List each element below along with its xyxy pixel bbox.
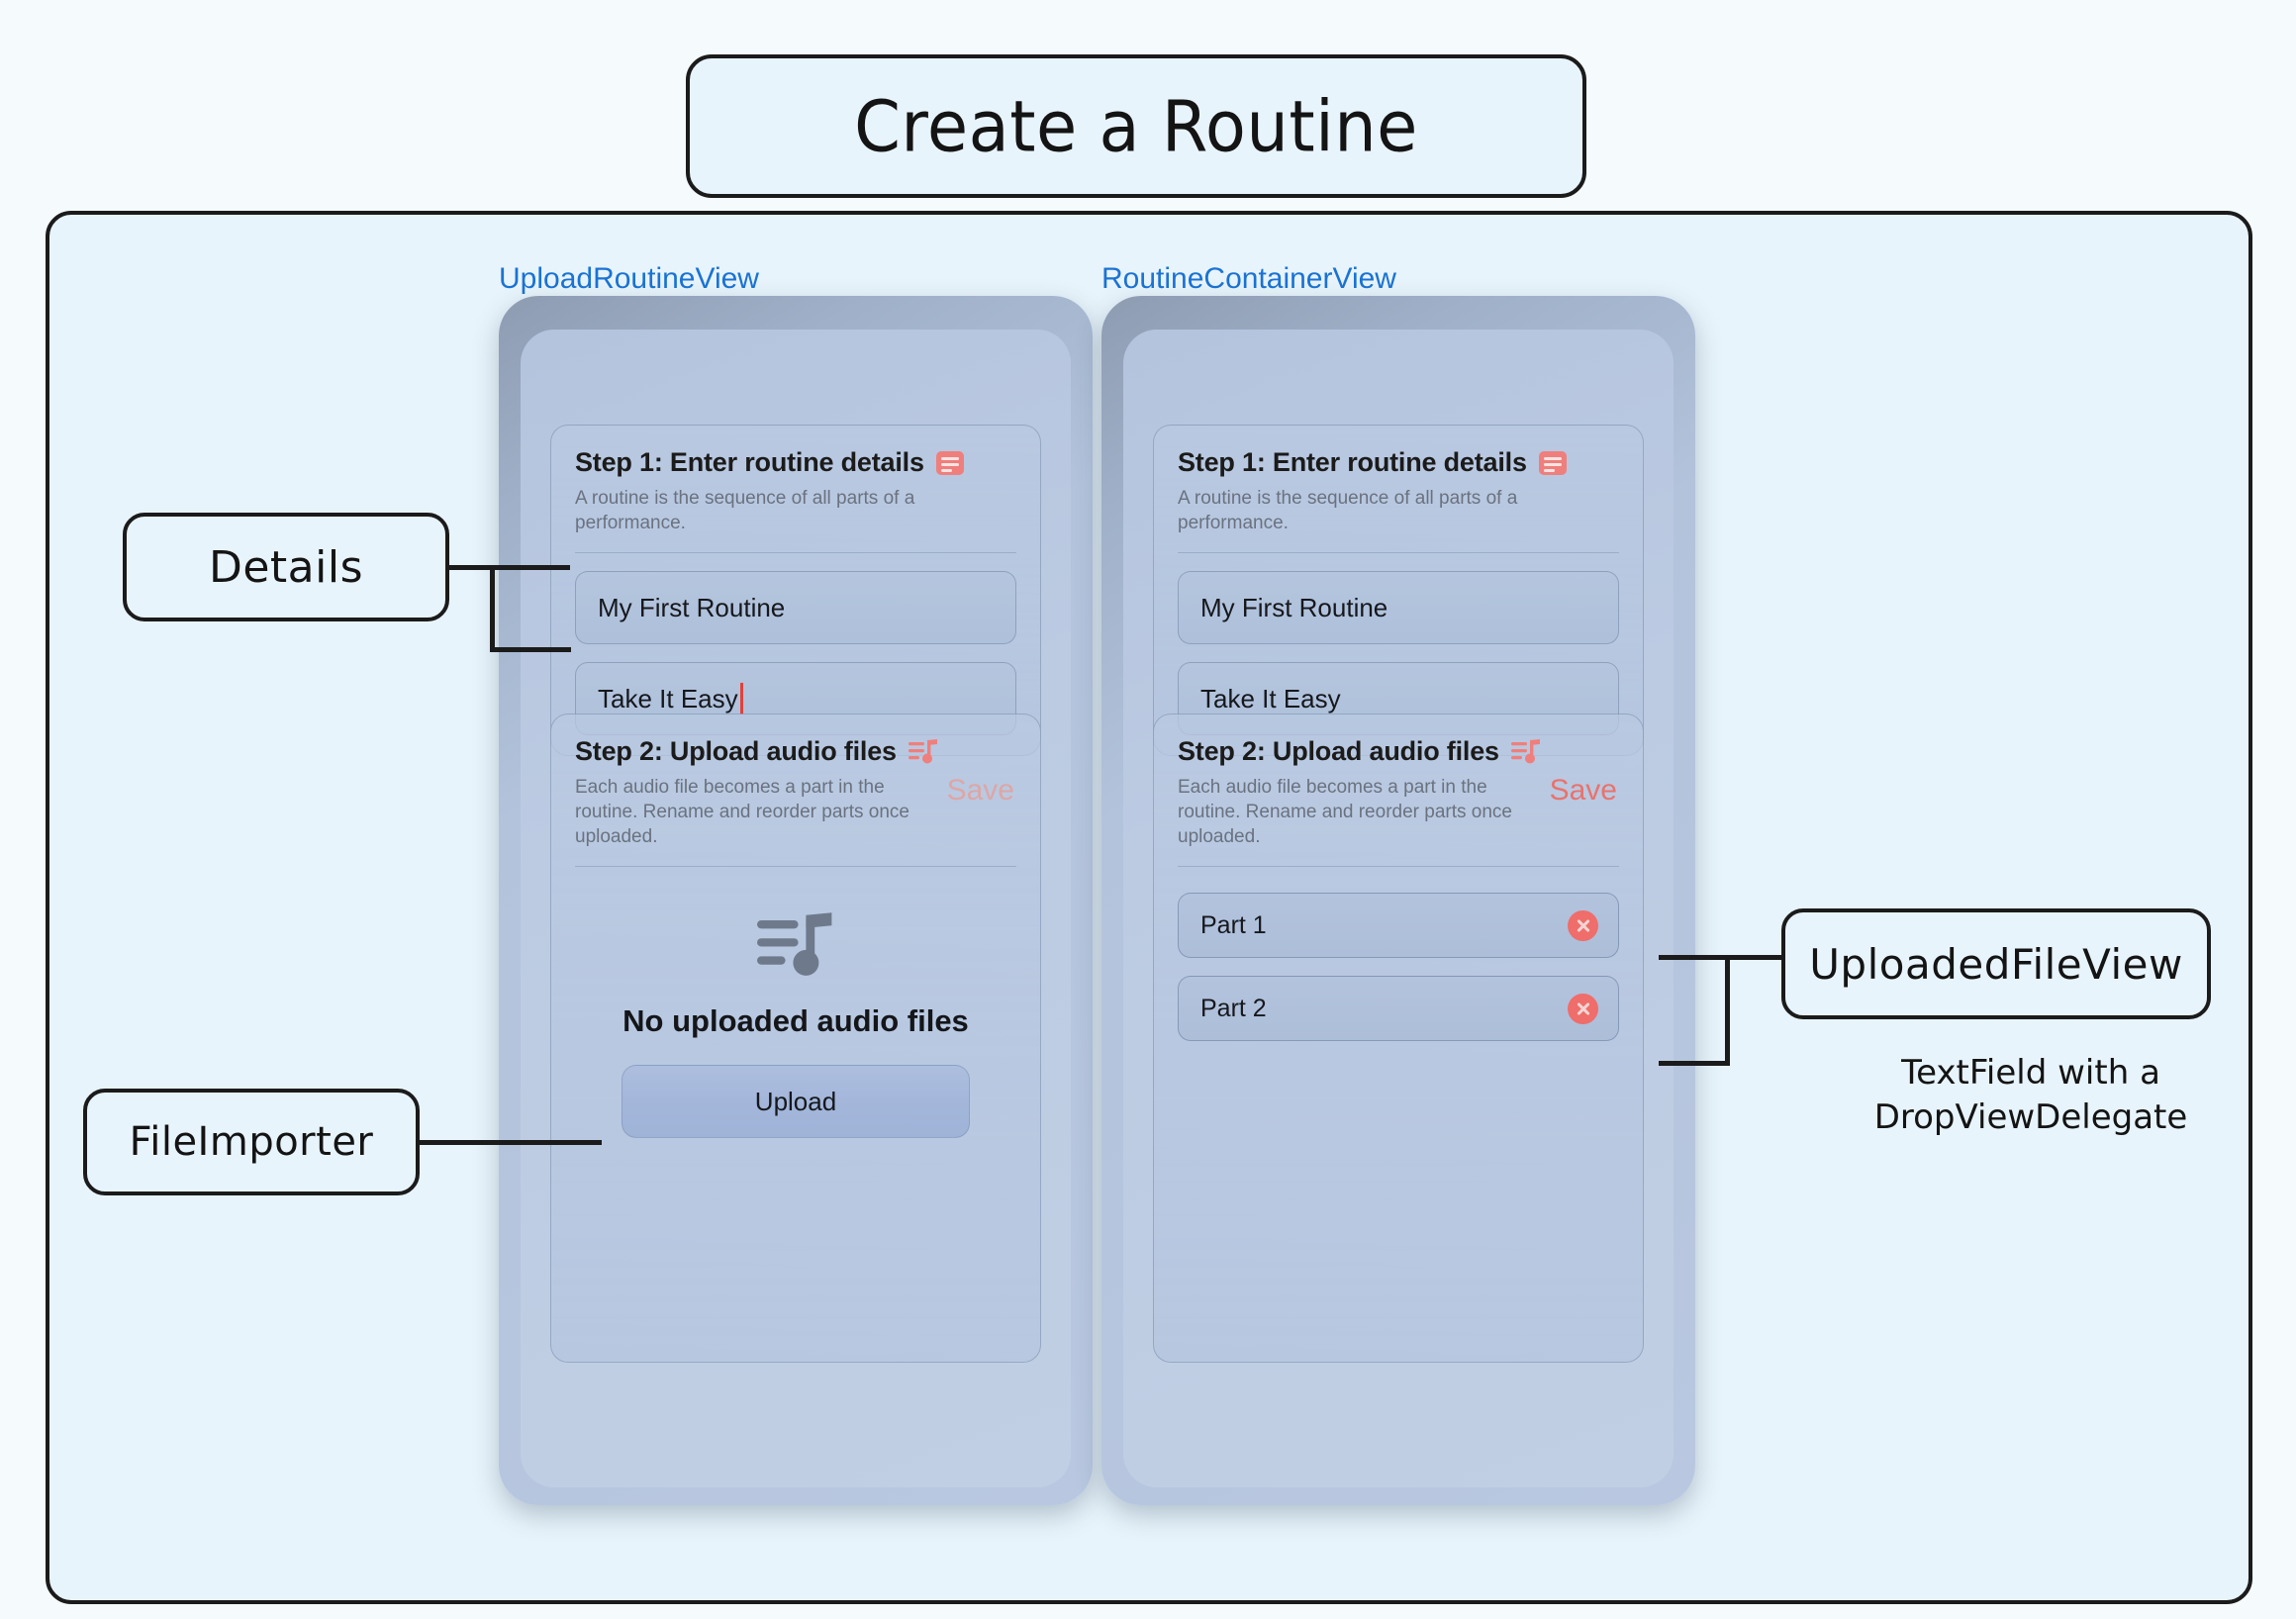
save-button-right[interactable]: Save: [1549, 774, 1617, 807]
annotation-details-label: Details: [208, 541, 364, 593]
connector-fileimporter: [420, 1140, 602, 1145]
connector-details-h2: [490, 647, 571, 652]
text-caret: [739, 683, 743, 715]
phone-screen-right: Step 1: Enter routine details A routine …: [1123, 330, 1674, 1487]
annotation-uploaded-file-view-label: UploadedFileView: [1809, 939, 2183, 989]
step2-card-left: Step 2: Upload audio files Save Each aud…: [550, 714, 1041, 1363]
connector-uploadedfile-h1: [1659, 955, 1783, 960]
step2-subtitle-left: Each audio file becomes a part in the ro…: [575, 777, 909, 848]
connector-uploadedfile-v: [1725, 955, 1730, 1064]
delete-circle-icon[interactable]: [1568, 993, 1598, 1024]
routine-song-value-left: Take It Easy: [598, 683, 738, 714]
connector-uploadedfile-h2: [1659, 1061, 1730, 1066]
step2-divider-left: [575, 866, 1016, 868]
list-item[interactable]: Part 2: [1178, 976, 1619, 1042]
annotation-uploaded-file-view: UploadedFileView: [1781, 908, 2211, 1019]
routine-song-value-right: Take It Easy: [1200, 683, 1341, 714]
annotation-details: Details: [123, 513, 449, 621]
annotation-file-importer: FileImporter: [83, 1089, 420, 1195]
music-list-icon: [908, 738, 937, 763]
save-button-left[interactable]: Save: [946, 774, 1014, 807]
step1-title-left: Step 1: Enter routine details: [575, 447, 924, 477]
step1-divider-right: [1178, 552, 1619, 554]
step1-title-right: Step 1: Enter routine details: [1178, 447, 1527, 477]
step1-header-right: Step 1: Enter routine details: [1178, 447, 1619, 478]
parts-list: Part 1 Part 2: [1178, 893, 1619, 1042]
phone-mockup-upload-routine-view: Step 1: Enter routine details A routine …: [499, 296, 1093, 1505]
step2-header-right: Step 2: Upload audio files: [1178, 736, 1619, 767]
list-item[interactable]: Part 1: [1178, 893, 1619, 959]
caption-routine-container-view: RoutineContainerView: [1101, 262, 1396, 295]
annotation-dropview-note: TextField with a DropViewDelegate: [1843, 1051, 2219, 1140]
step2-subtitle-right: Each audio file becomes a part in the ro…: [1178, 777, 1512, 848]
routine-name-value-right: My First Routine: [1200, 592, 1388, 622]
annotation-dropview-note-line1: TextField with a: [1901, 1053, 2160, 1093]
step2-header-left: Step 2: Upload audio files: [575, 736, 1016, 767]
phone-screen-left: Step 1: Enter routine details A routine …: [521, 330, 1071, 1487]
step1-subtitle-right: A routine is the sequence of all parts o…: [1178, 488, 1518, 534]
routine-name-value-left: My First Routine: [598, 592, 786, 622]
delete-circle-icon[interactable]: [1568, 909, 1598, 941]
music-list-icon-large: [757, 912, 832, 976]
step1-header-left: Step 1: Enter routine details: [575, 447, 1016, 478]
routine-name-field-left[interactable]: My First Routine: [575, 571, 1016, 645]
annotation-file-importer-label: FileImporter: [129, 1119, 374, 1165]
annotation-dropview-note-line2: DropViewDelegate: [1873, 1096, 2188, 1137]
part-name: Part 1: [1200, 910, 1267, 939]
step1-divider-left: [575, 552, 1016, 554]
step2-title-left: Step 2: Upload audio files: [575, 736, 897, 766]
connector-details-h1: [449, 565, 570, 570]
step2-divider-right: [1178, 866, 1619, 868]
step2-card-right: Step 2: Upload audio files Save Each aud…: [1153, 714, 1644, 1363]
part-name: Part 2: [1200, 994, 1267, 1022]
empty-state-title: No uploaded audio files: [622, 1003, 969, 1038]
routine-name-field-right[interactable]: My First Routine: [1178, 571, 1619, 645]
phone-mockup-routine-container-view: Step 1: Enter routine details A routine …: [1101, 296, 1695, 1505]
upload-button[interactable]: Upload: [622, 1065, 970, 1138]
step1-card-right: Step 1: Enter routine details A routine …: [1153, 425, 1644, 757]
caption-upload-routine-view: UploadRoutineView: [499, 262, 759, 295]
step2-title-right: Step 2: Upload audio files: [1178, 736, 1499, 766]
empty-state-left: No uploaded audio files Upload: [551, 912, 1040, 1138]
document-lines-icon: [935, 450, 964, 475]
connector-details-v: [490, 565, 495, 652]
step1-card-left: Step 1: Enter routine details A routine …: [550, 425, 1041, 757]
music-list-icon: [1510, 738, 1540, 763]
document-lines-icon: [1538, 450, 1567, 475]
step1-subtitle-left: A routine is the sequence of all parts o…: [575, 488, 915, 534]
diagram-title-box: Create a Routine: [686, 54, 1586, 198]
page-title: Create a Routine: [854, 85, 1418, 167]
